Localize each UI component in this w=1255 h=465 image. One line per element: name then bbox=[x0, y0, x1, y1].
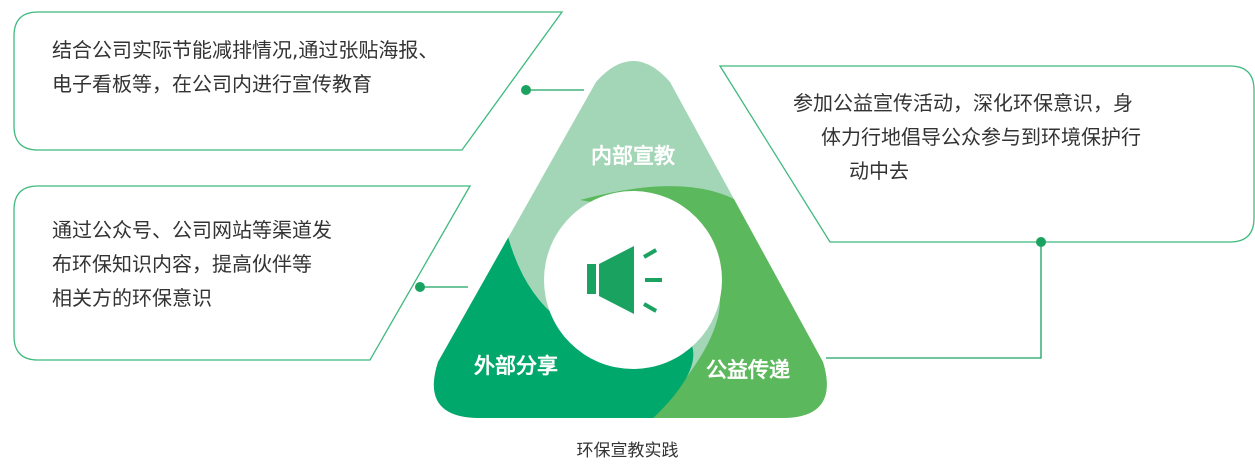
card-mid-left-text: 通过公众号、公司网站等渠道发 布环保知识内容，提高伙伴等 相关方的环保意识 bbox=[52, 213, 332, 315]
card-right-text: 参加公益宣传活动，深化环保意识，身 体力行地倡导公众参与到环境保护行 动中去 bbox=[793, 86, 1141, 188]
segment-label-top: 内部宣教 bbox=[591, 144, 676, 168]
connectors bbox=[420, 89, 1042, 359]
card-top-left-border bbox=[13, 11, 564, 151]
card-line: 电子看板等，在公司内进行宣传教育 bbox=[52, 72, 372, 96]
card-line: 结合公司实际节能减排情况,通过张贴海报、 bbox=[52, 38, 439, 62]
card-line: 参加公益宣传活动，深化环保意识，身 bbox=[793, 91, 1133, 115]
card-mid-left-border bbox=[13, 185, 472, 361]
card-line: 通过公众号、公司网站等渠道发 bbox=[52, 218, 332, 242]
speaker-icon bbox=[587, 246, 662, 314]
card-line: 动中去 bbox=[849, 159, 909, 183]
segment-label-bottom-left: 外部分享 bbox=[474, 354, 558, 378]
connector-dot-top-left bbox=[521, 85, 531, 95]
card-line: 布环保知识内容，提高伙伴等 bbox=[52, 252, 312, 276]
connector-dot-right bbox=[1036, 237, 1046, 247]
card-top-left-text: 结合公司实际节能减排情况,通过张贴海报、 电子看板等，在公司内进行宣传教育 bbox=[52, 33, 438, 101]
card-right-border bbox=[718, 65, 1255, 243]
segment-bottom-right-fill bbox=[580, 186, 827, 418]
card-line: 体力行地倡导公众参与到环境保护行 bbox=[821, 125, 1141, 149]
segment-label-bottom-right: 公益传递 bbox=[706, 358, 790, 382]
connector-dot-mid-left bbox=[415, 282, 425, 292]
diagram-caption: 环保宣教实践 bbox=[576, 441, 679, 461]
card-line: 相关方的环保意识 bbox=[52, 286, 212, 310]
